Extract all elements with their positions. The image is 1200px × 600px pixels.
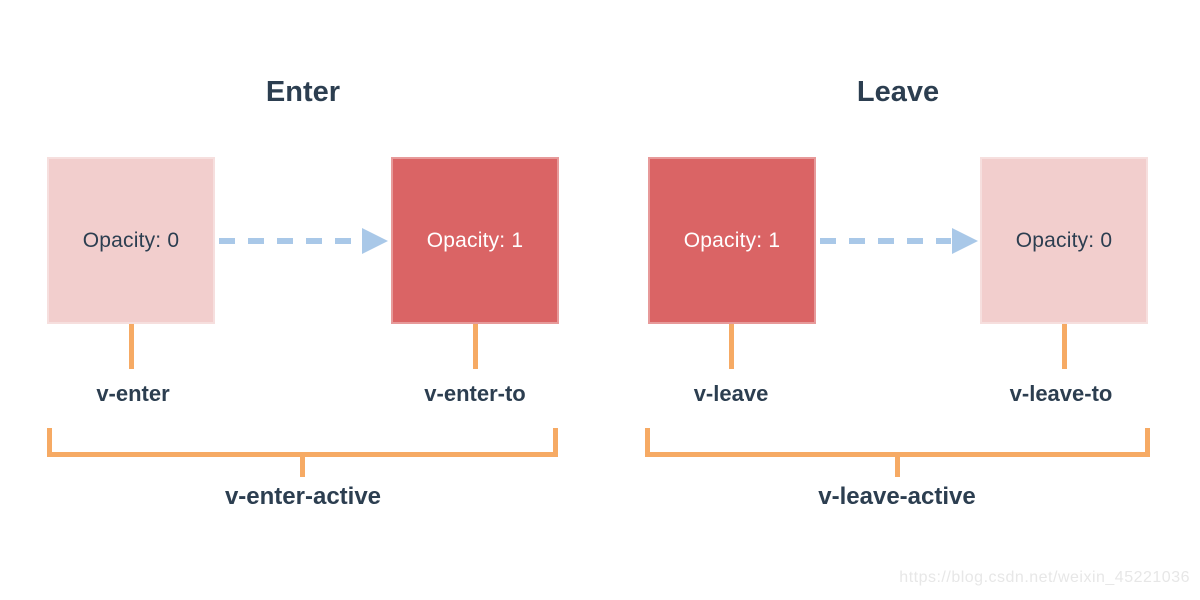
opacity-value-label: Opacity: 1 <box>426 228 524 252</box>
v-leave-label: v-leave <box>693 381 769 406</box>
v-enter-to-label: v-enter-to <box>424 381 526 406</box>
v-leave-state-box: Opacity: 1 <box>648 157 816 324</box>
enter-phase-title: Enter <box>265 76 341 108</box>
leave-active-range-bracket <box>645 428 1150 457</box>
opacity-value-label: Opacity: 0 <box>82 228 180 252</box>
connector-line <box>729 324 734 369</box>
v-enter-label: v-enter <box>96 381 170 406</box>
v-enter-active-label: v-enter-active <box>224 483 382 510</box>
opacity-value-label: Opacity: 1 <box>683 228 781 252</box>
opacity-value-label: Opacity: 0 <box>1015 228 1113 252</box>
bracket-center-tick <box>300 457 305 477</box>
connector-line <box>129 324 134 369</box>
enter-active-range-bracket <box>47 428 558 457</box>
v-enter-to-state-box: Opacity: 1 <box>391 157 559 324</box>
leave-phase-title: Leave <box>856 76 940 108</box>
enter-dashed-arrow-line <box>219 238 361 244</box>
v-leave-active-label: v-leave-active <box>818 483 976 510</box>
leave-dashed-arrow-line <box>820 238 951 244</box>
arrow-head-icon <box>952 228 978 254</box>
v-enter-state-box: Opacity: 0 <box>47 157 215 324</box>
watermark-url: https://blog.csdn.net/weixin_45221036 <box>899 569 1190 586</box>
arrow-head-icon <box>362 228 388 254</box>
v-leave-to-state-box: Opacity: 0 <box>980 157 1148 324</box>
connector-line <box>1062 324 1067 369</box>
connector-line <box>473 324 478 369</box>
bracket-center-tick <box>895 457 900 477</box>
v-leave-to-label: v-leave-to <box>1009 381 1113 406</box>
